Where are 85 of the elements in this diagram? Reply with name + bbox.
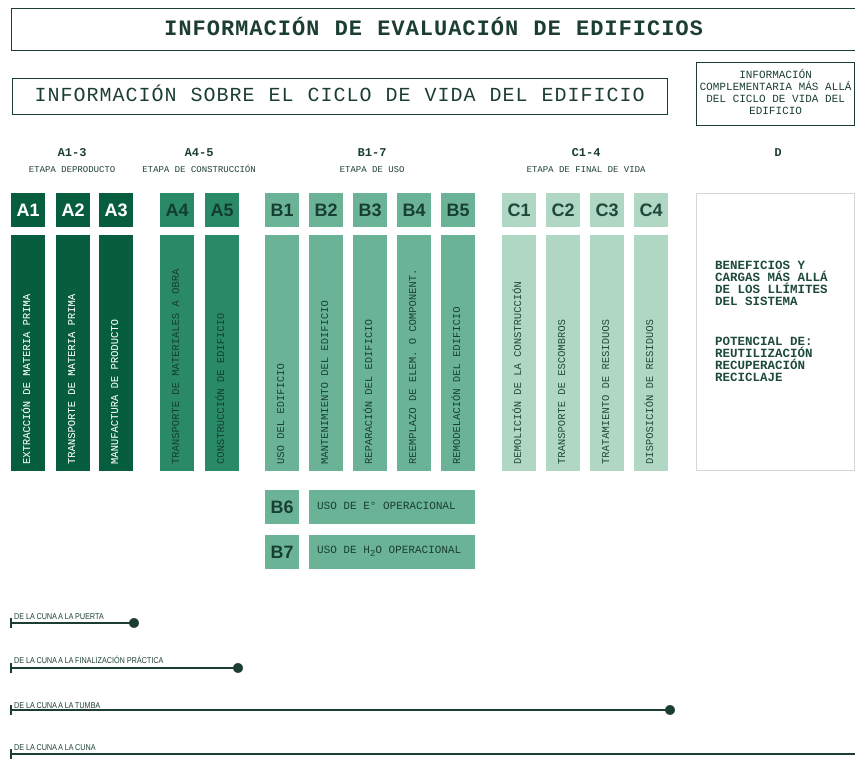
module-d-text: BENEFICIOS Y CARGAS MÁS ALLÁ DE LOS LLÍMITES DEL SISTEMA (715, 260, 829, 308)
section-header-box (696, 62, 855, 126)
module-code: C2 (551, 200, 574, 220)
module-column (397, 235, 431, 471)
module-code: A5 (210, 200, 234, 220)
scope-label: DE LA CUNA A LA PUERTA (14, 611, 104, 621)
module-code: A4 (165, 200, 188, 220)
module-code-box (397, 193, 431, 227)
module-code: A3 (104, 200, 128, 220)
module-code-box (265, 193, 299, 227)
stage-name: ETAPA DE CONSTRUCCIÓN (141, 164, 257, 177)
title-banner: INFORMACIÓN DE EVALUACIÓN DE EDIFICIOS (11, 8, 855, 51)
module-code-box (309, 193, 343, 227)
section-header-text: INFORMACIÓN SOBRE EL CICLO DE VIDA DEL EDIFICIO (34, 85, 646, 108)
section-header-text: INFORMACIÓN COMPLEMENTARIA MÁS ALLÁ DEL CICLO DE VIDA DEL EDIFICIO (698, 70, 852, 118)
module-description: DEMOLICIÓN DE LA CONSTRUCCIÓN (513, 280, 525, 464)
module-d-text: POTENCIAL DE: REUTILIZACIÓN RECUPERACIÓN RECICLAJE (715, 336, 814, 384)
module-description: EXTRACCIÓN DE MATERIA PRIMA (22, 292, 34, 464)
module-description: MANUFACTURA DE PRODUCTO (110, 318, 122, 464)
module-description: TRATAMIENTO DE RESIDUOS (601, 318, 613, 464)
module-column (11, 235, 45, 471)
module-code: B6 (270, 496, 294, 518)
module-description: DISPOSICIÓN DE RESIDUOS (645, 318, 657, 464)
module-code-box (205, 193, 239, 227)
module-description: USO DE E° OPERACIONAL (317, 501, 456, 513)
module-code-box (502, 193, 536, 227)
module-column (353, 235, 387, 471)
module-code-box (546, 193, 580, 227)
module-description: REPARACIÓN DEL EDIFICIO (364, 318, 376, 464)
module-code: B2 (314, 200, 338, 220)
module-code: B3 (358, 200, 382, 220)
section-header-box (12, 78, 668, 115)
stage-name: ETAPA DE FINAL DE VIDA (526, 164, 646, 177)
scope-label: DE LA CUNA A LA CUNA (14, 742, 96, 752)
module-code: B7 (270, 542, 294, 562)
module-description: REEMPLAZO DE ELEM. O COMPONENT. (408, 268, 420, 464)
module-description: TRANSPORTE DE ESCOMBROS (557, 318, 569, 464)
stage-code: C1-4 (570, 146, 602, 161)
stage-code: B1-7 (356, 146, 388, 161)
module-description: CONSTRUCCIÓN DE EDIFICIO (216, 312, 228, 464)
module-code: B5 (446, 200, 470, 220)
module-code: B1 (270, 200, 294, 220)
module-bar (309, 535, 475, 569)
module-code-box (590, 193, 624, 227)
module-column (99, 235, 133, 471)
scope-label: DE LA CUNA A LA TUMBA (14, 700, 100, 710)
module-column (590, 235, 624, 471)
module-code: C3 (595, 200, 618, 220)
module-code-box (353, 193, 387, 227)
module-column (309, 235, 343, 471)
stage-name: ETAPA DE USO (338, 164, 406, 177)
scope-label: DE LA CUNA A LA FINALIZACIÓN PRÁCTICA (14, 655, 164, 665)
module-column (265, 235, 299, 471)
module-code-box (634, 193, 668, 227)
module-code-box (11, 193, 45, 227)
module-code-box (265, 535, 299, 569)
module-description: USO DEL EDIFICIO (276, 362, 288, 464)
module-code-box (99, 193, 133, 227)
module-column (546, 235, 580, 471)
module-code-box (160, 193, 194, 227)
stage-code: D (773, 146, 783, 161)
module-description: TRANSPORTE DE MATERIA PRIMA (67, 292, 79, 464)
module-code: B4 (402, 200, 426, 220)
stage-code: A1-3 (56, 146, 88, 161)
module-column (160, 235, 194, 471)
module-column (502, 235, 536, 471)
module-code: C1 (507, 200, 530, 220)
module-description: REMODELACIÓN DEL EDIFICIO (452, 305, 464, 464)
module-code-box (265, 490, 299, 524)
stage-code: A4-5 (184, 146, 214, 161)
module-code-box (441, 193, 475, 227)
module-column (56, 235, 90, 471)
module-column (634, 235, 668, 471)
module-column (205, 235, 239, 471)
module-description: MANTENIMIENTO DEL EDIFICIO (320, 299, 332, 464)
module-code-box (56, 193, 90, 227)
module-description: TRANSPORTE DE MATERIALES A OBRA (171, 268, 183, 464)
stage-name: ETAPA DEPRODUCTO (28, 164, 116, 177)
module-column (441, 235, 475, 471)
module-code: C4 (639, 200, 662, 220)
module-description: USO DE H$_{2}$O OPERACIONAL (317, 544, 462, 560)
module-code: A2 (61, 200, 84, 220)
module-d-box (696, 193, 855, 471)
module-code: A1 (16, 200, 40, 220)
module-bar (309, 490, 475, 524)
